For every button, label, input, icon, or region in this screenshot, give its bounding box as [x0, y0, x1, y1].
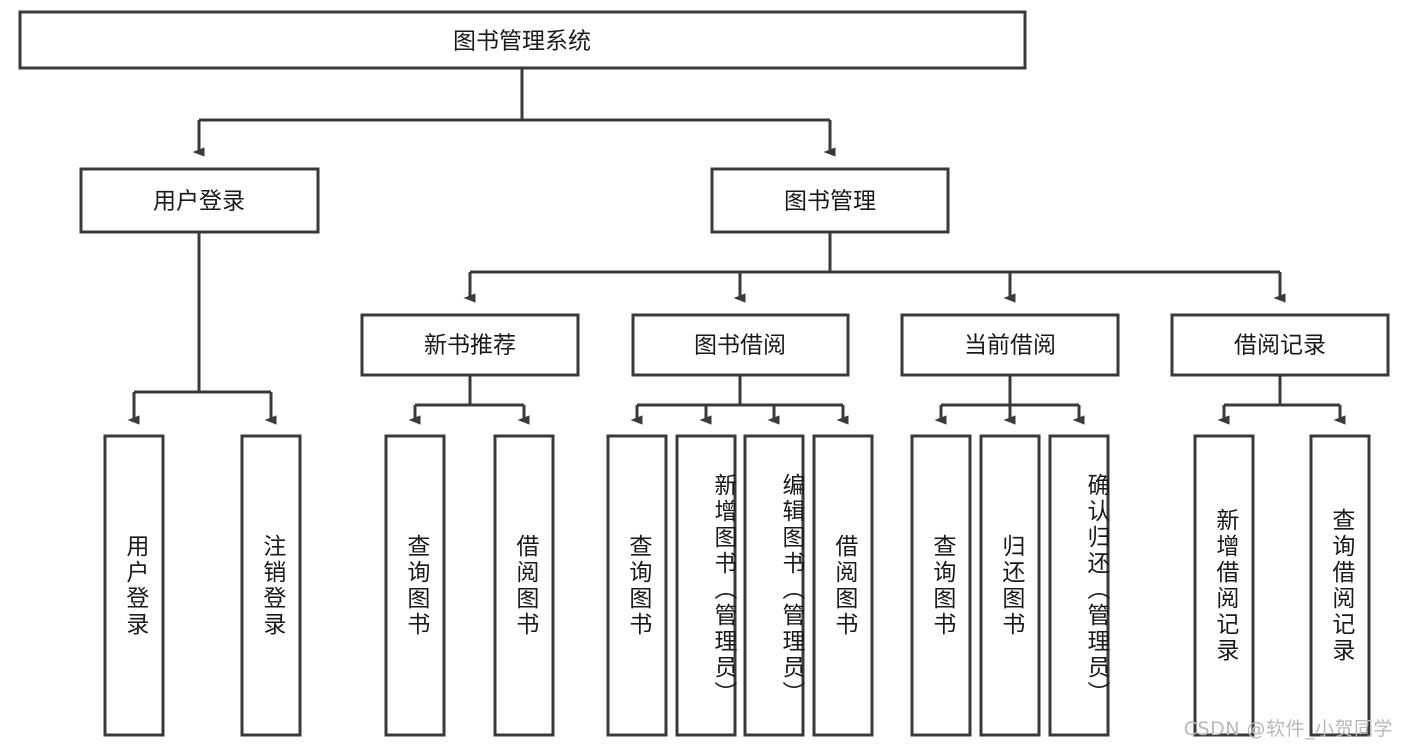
leaf-box-borrow-record-0[interactable]: [1193, 434, 1255, 737]
node-new-book-recommend-label: 新书推荐: [424, 333, 516, 359]
node-borrow-record[interactable]: 借阅记录: [1170, 313, 1390, 377]
node-root-label: 图书管理系统: [453, 29, 591, 55]
leaf-box-book-borrow-1[interactable]: [675, 434, 737, 737]
node-borrow-record-label: 借阅记录: [1234, 333, 1326, 359]
leaf-box-book-borrow-0[interactable]: [606, 434, 668, 737]
leaf-box-current-borrow-1[interactable]: [979, 434, 1041, 737]
node-user-login[interactable]: 用户登录: [79, 167, 320, 234]
node-book-manage-label: 图书管理: [784, 189, 876, 215]
connector-group-current-borrow: [934, 375, 1085, 425]
node-current-borrow[interactable]: 当前借阅: [900, 313, 1120, 377]
leaf-box-new-book-1[interactable]: [493, 434, 555, 737]
leaf-box-book-borrow-2[interactable]: [743, 434, 805, 737]
watermark-text: CSDN @软件_小贺同学: [1183, 718, 1393, 740]
node-current-borrow-label: 当前借阅: [964, 333, 1056, 359]
node-user-login-label: 用户登录: [153, 189, 245, 215]
leaf-box-user-login-0[interactable]: [103, 434, 165, 737]
connector-group-new-book: [408, 375, 530, 425]
leaf-box-user-login-1[interactable]: [240, 434, 302, 737]
leaf-box-borrow-record-1[interactable]: [1309, 434, 1371, 737]
connector-group-root: [192, 68, 836, 157]
leaf-box-current-borrow-2[interactable]: [1048, 434, 1110, 737]
node-book-borrow-label: 图书借阅: [694, 333, 786, 359]
connector-group-book-borrow: [630, 375, 849, 425]
leaf-box-new-book-0[interactable]: [384, 434, 446, 737]
leaf-box-book-borrow-3[interactable]: [812, 434, 874, 737]
connector-group-user-login: [127, 232, 277, 425]
node-root[interactable]: 图书管理系统: [18, 10, 1027, 70]
node-book-manage[interactable]: 图书管理: [710, 167, 950, 234]
leaf-rects: [103, 434, 1371, 737]
connector-group-borrow-record: [1217, 375, 1346, 425]
node-new-book-recommend[interactable]: 新书推荐: [360, 313, 580, 377]
connector-group-book-manage: [463, 232, 1286, 303]
leaf-box-current-borrow-0[interactable]: [910, 434, 972, 737]
node-book-borrow[interactable]: 图书借阅: [631, 313, 850, 377]
